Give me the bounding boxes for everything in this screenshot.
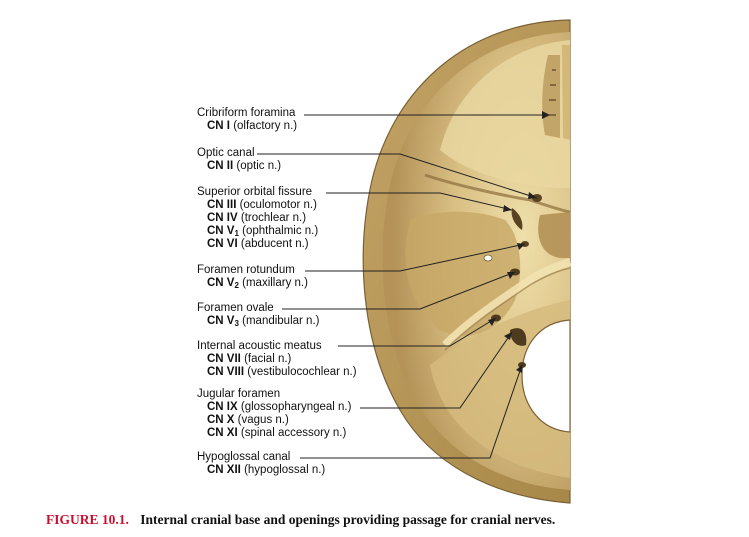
label-title: Superior orbital fissure xyxy=(197,186,313,198)
label-title: Internal acoustic meatus xyxy=(197,340,322,352)
leader-ovale xyxy=(282,271,516,310)
cranial-nerve-number: CN XI xyxy=(207,427,238,439)
cranial-nerve-description: (maxillary n.) xyxy=(238,277,308,289)
jugular-foramen-opening xyxy=(510,328,527,346)
cranial-nerve-description: (olfactory n.) xyxy=(230,120,298,132)
cranial-nerve-line: CN III (oculomotor n.) xyxy=(197,199,318,212)
cranial-nerve-description: (glossopharyngeal n.) xyxy=(237,401,352,413)
cranial-nerve-description: (optic n.) xyxy=(233,160,282,172)
cranial-nerve-line: CN X (vagus n.) xyxy=(197,414,351,427)
cribriform-plate xyxy=(542,55,560,138)
figure-number: FIGURE 10.1. xyxy=(46,512,129,527)
cranial-nerve-number: CN IX xyxy=(207,401,238,413)
label-title: Foramen rotundum xyxy=(197,264,295,276)
figure-caption-text: Internal cranial base and openings provi… xyxy=(140,512,556,527)
sella-turcica xyxy=(538,212,570,258)
cranial-nerve-number: CN I xyxy=(207,120,230,132)
cranial-nerve-line: CN XII (hypoglossal n.) xyxy=(197,464,325,477)
petrous-ridge xyxy=(442,258,572,348)
leader-hypoglossal xyxy=(300,364,523,459)
label-title: Cribriform foramina xyxy=(197,107,296,119)
foramen-magnum xyxy=(521,319,571,433)
superior-orbital-fissure-opening xyxy=(511,208,523,230)
leader-jugular xyxy=(360,331,513,409)
cranial-nerve-description: (vagus n.) xyxy=(234,414,289,426)
cranial-nerve-number: CN VIII xyxy=(207,366,245,378)
cranial-nerve-line: CN IX (glossopharyngeal n.) xyxy=(197,401,351,414)
cranial-nerve-number: CN II xyxy=(207,160,234,172)
leader-optic xyxy=(257,153,538,199)
cranial-nerve-description: (abducent n.) xyxy=(237,238,309,250)
leader-lines xyxy=(257,114,550,459)
cranial-nerve-line: CN VIII (vestibulocochlear n.) xyxy=(197,366,357,379)
cranial-nerve-description: (oculomotor n.) xyxy=(236,199,317,211)
label-title: Hypoglossal canal xyxy=(197,451,291,463)
cranial-nerve-line: CN IV (trochlear n.) xyxy=(197,212,318,225)
cranial-nerve-number: CN IV xyxy=(207,212,238,224)
cranial-nerve-line: CN XI (spinal accessory n.) xyxy=(197,427,351,440)
cranial-nerve-number: CN III xyxy=(207,199,237,211)
label-title: Foramen ovale xyxy=(197,302,274,314)
cranial-nerve-description: (hypoglossal n.) xyxy=(240,464,326,476)
label-title: Optic canal xyxy=(197,147,255,159)
cranial-nerve-number: CN V xyxy=(207,225,235,237)
cranial-nerve-number: CN VII xyxy=(207,353,241,365)
trigeminal-division-subscript: 2 xyxy=(234,281,239,290)
sphenoid-ridge xyxy=(424,173,571,214)
cranial-nerve-number: CN V xyxy=(207,277,235,289)
label-title: Jugular foramen xyxy=(197,388,281,400)
trigeminal-division-subscript: 3 xyxy=(234,319,239,328)
cranial-nerve-description: (trochlear n.) xyxy=(237,212,307,224)
leader-sof xyxy=(326,192,513,211)
cranial-nerve-description: (spinal accessory n.) xyxy=(237,427,347,439)
cranial-nerve-line: CN VI (abducent n.) xyxy=(197,238,318,251)
trigeminal-division-subscript: 1 xyxy=(234,229,239,238)
cranial-nerve-number: CN X xyxy=(207,414,235,426)
cranial-nerve-line: CN II (optic n.) xyxy=(197,160,281,173)
cranial-nerve-line: CN V1 (ophthalmic n.) xyxy=(197,225,318,238)
cranial-nerve-description: (facial n.) xyxy=(240,353,292,365)
figure-caption: FIGURE 10.1. Internal cranial base and o… xyxy=(46,512,555,528)
cranial-nerve-number: CN XII xyxy=(207,464,241,476)
cranial-nerve-description: (mandibular n.) xyxy=(238,315,320,327)
cranial-nerve-number: CN VI xyxy=(207,238,238,250)
cranial-nerve-line: CN VII (facial n.) xyxy=(197,353,357,366)
anterior-fossa xyxy=(440,40,570,188)
cranial-nerve-description: (ophthalmic n.) xyxy=(238,225,319,237)
crista-galli xyxy=(562,45,570,140)
leader-arrowheads xyxy=(488,111,550,373)
cranial-nerve-number: CN V xyxy=(207,315,235,327)
leader-iam xyxy=(338,317,497,347)
cranial-nerve-line: CN V3 (mandibular n.) xyxy=(197,315,319,328)
cranial-nerve-description: (vestibulocochlear n.) xyxy=(244,366,357,378)
cranial-nerve-line: CN V2 (maxillary n.) xyxy=(197,277,308,290)
leader-rotundum xyxy=(305,243,526,272)
cranial-nerve-line: CN I (olfactory n.) xyxy=(197,120,297,133)
